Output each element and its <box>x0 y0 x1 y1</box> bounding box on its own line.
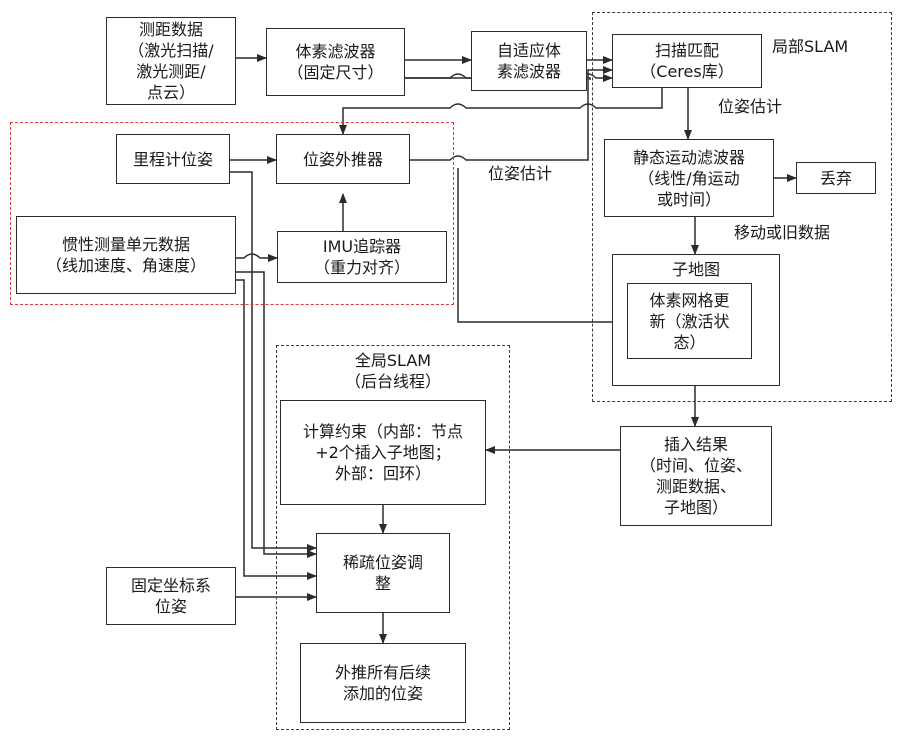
extrapolate-all-poses-box: 外推所有后续 添加的位姿 <box>300 643 466 723</box>
adaptive-voxel-filter-box: 自适应体 素滤波器 <box>471 31 587 91</box>
pose-estimate-label-mid: 位姿估计 <box>487 164 552 183</box>
moving-or-old-data-label: 移动或旧数据 <box>733 223 830 242</box>
sparse-pose-adjustment-box: 稀疏位姿调 整 <box>316 533 450 613</box>
arrow-odometry-to-sparse <box>230 171 317 552</box>
local-slam-region <box>592 12 892 402</box>
pose-extrapolator-box: 位姿外推器 <box>276 134 410 184</box>
imu-tracker-box: IMU追踪器 （重力对齐） <box>277 231 447 283</box>
arrow-imu-to-sparse-2 <box>236 279 317 580</box>
odometry-pose-box: 里程计位姿 <box>116 134 230 184</box>
arrow-to-voxel-grid-update <box>457 168 626 326</box>
imu-data-box: 惯性测量单元数据 （线加速度、角速度） <box>16 216 236 294</box>
global-slam-label: 全局SLAM （后台线程） <box>344 351 441 391</box>
arrow-scan-to-extrapolator <box>339 88 663 135</box>
arrow-imu-to-sparse-1 <box>236 271 317 558</box>
discard-box: 丢弃 <box>796 162 876 194</box>
fixed-frame-pose-box: 固定坐标系 位姿 <box>106 567 236 625</box>
frontend-sensor-region <box>10 122 454 305</box>
local-slam-label: 局部SLAM <box>772 37 849 56</box>
compute-constraints-box: 计算约束（内部：节点 +2个插入子地图； 外部：回环） <box>280 400 486 505</box>
scan-matching-box: 扫描匹配 （Ceres库） <box>612 34 762 88</box>
motion-filter-box: 静态运动滤波器 （线性/角运动 或时间） <box>604 139 774 217</box>
global-slam-region <box>276 345 510 730</box>
voxel-grid-update-box: 体素网格更 新（激活状 态） <box>627 283 752 359</box>
submap-title: 子地图 <box>671 260 720 279</box>
ranging-data-box: 测距数据 （激光扫描/ 激光测距/ 点云） <box>106 17 236 105</box>
pose-estimate-label-right: 位姿估计 <box>717 97 782 116</box>
arrow-extrapolator-to-scan <box>410 66 613 161</box>
insert-result-box: 插入结果 （时间、位姿、 测距数据、 子地图） <box>620 426 772 526</box>
voxel-filter-box: 体素滤波器 （固定尺寸） <box>266 28 405 96</box>
